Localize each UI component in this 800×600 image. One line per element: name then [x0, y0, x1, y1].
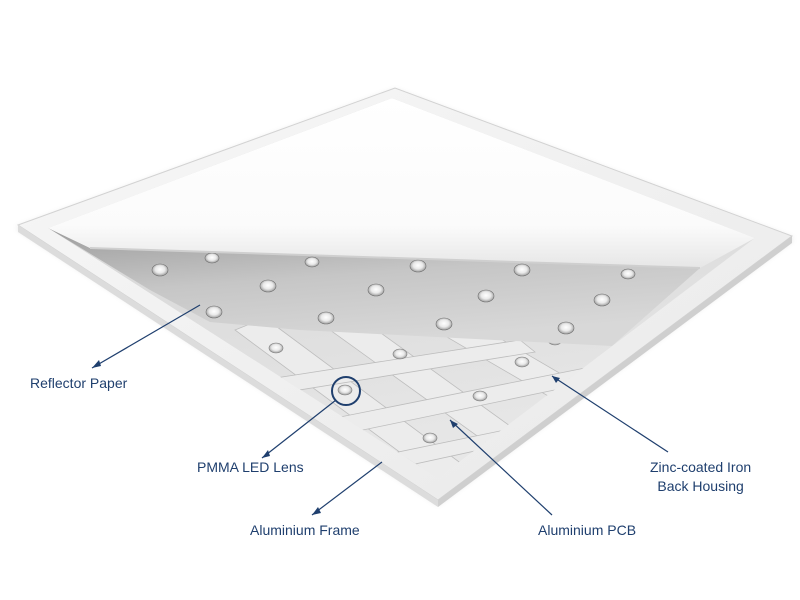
diffuser-panel [48, 98, 755, 268]
label-aluminium-pcb: Aluminium PCB [538, 522, 637, 538]
label-back-housing-line2: Back Housing [657, 478, 744, 494]
frame-edge [18, 225, 438, 507]
pcb-leds [268, 334, 563, 444]
label-back-housing-line1: Zinc-coated Iron [650, 459, 752, 475]
label-aluminium-frame: Aluminium Frame [250, 522, 360, 538]
label-pmma-led-lens: PMMA LED Lens [197, 459, 304, 475]
reflector-leds [151, 252, 636, 335]
label-back-housing: Zinc-coated Iron Back Housing [650, 458, 751, 496]
label-reflector-paper: Reflector Paper [30, 375, 128, 391]
arrow-heads [92, 360, 560, 515]
leader-lines [91, 304, 669, 516]
lens-highlight-circle [331, 376, 361, 406]
diffuser-edge [89, 247, 701, 269]
frame-edge-right [438, 236, 792, 507]
